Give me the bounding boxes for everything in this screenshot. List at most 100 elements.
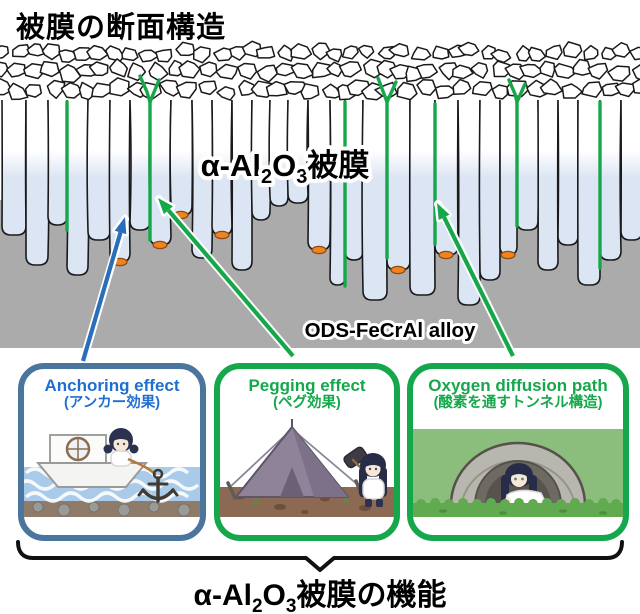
column-grain xyxy=(386,100,411,270)
equiaxed-grain xyxy=(410,46,432,61)
alloy-label: ODS-FeCrAl alloy xyxy=(305,319,476,342)
equiaxed-grain xyxy=(0,45,10,59)
cross-section-diagram: α-Al2O3被膜 ODS-FeCrAl alloy xyxy=(0,40,640,362)
column-grain xyxy=(500,100,517,255)
equiaxed-grain xyxy=(611,41,631,58)
column-grain xyxy=(26,100,49,265)
equiaxed-grain xyxy=(631,64,640,81)
equiaxed-grain xyxy=(561,83,583,99)
pegging-arrow xyxy=(155,195,297,360)
figure-caption: α-Al2O3被膜の機能 xyxy=(193,579,447,614)
equiaxed-grain xyxy=(470,61,489,79)
column-grain xyxy=(149,100,171,245)
equiaxed-grain xyxy=(396,81,418,101)
equiaxed-grain xyxy=(199,61,218,78)
green-boundary xyxy=(148,78,161,104)
seabed-rocks xyxy=(32,501,191,517)
equiaxed-grain xyxy=(213,47,235,62)
equiaxed-grain xyxy=(216,86,236,101)
equiaxed-grain xyxy=(108,58,129,78)
equiaxed-grain xyxy=(539,78,563,96)
equiaxed-grain xyxy=(256,64,279,83)
equiaxed-grain xyxy=(58,63,82,84)
tunnel-illustration xyxy=(413,429,623,518)
equiaxed-grain xyxy=(60,82,83,99)
equiaxed-grain xyxy=(241,40,262,58)
equiaxed-grain xyxy=(155,48,173,63)
equiaxed-grain xyxy=(26,43,46,57)
equiaxed-grain xyxy=(325,48,343,63)
equiaxed-grain xyxy=(581,81,603,98)
film-label: α-Al2O3被膜 xyxy=(201,148,370,188)
panel1-title: Anchoring effect xyxy=(44,376,180,395)
oxygen-diffusion-boundaries xyxy=(65,74,602,288)
seabed xyxy=(24,501,200,518)
dirt-speckles xyxy=(235,494,371,515)
equiaxed-grain xyxy=(46,79,66,100)
equiaxed-grain xyxy=(338,60,363,78)
equiaxed-grain xyxy=(290,62,315,80)
anchor-icon xyxy=(137,469,179,504)
equiaxed-grain xyxy=(255,45,276,59)
equiaxed-grain xyxy=(86,44,109,61)
column-grain-boundary xyxy=(620,99,640,241)
equiaxed-grain xyxy=(277,44,295,62)
panel2-title: Pegging effect xyxy=(248,376,366,395)
column-grain xyxy=(48,100,68,225)
equiaxed-grain xyxy=(607,65,631,82)
boat xyxy=(35,434,149,489)
column-grain xyxy=(87,100,111,240)
equiaxed-grain xyxy=(457,41,480,57)
panel1-subtitle: (アンカー効果) xyxy=(63,394,161,411)
equiaxed-grain xyxy=(58,49,79,64)
column-grain xyxy=(232,100,252,270)
caption-text: α-Al xyxy=(193,579,252,612)
equiaxed-grain xyxy=(158,79,182,97)
oxide-particle xyxy=(390,265,406,275)
equiaxed-grain xyxy=(7,82,29,101)
green-boundary xyxy=(385,80,398,104)
panel-3: Oxygen diffusion path (酸素を通すトンネル構造) xyxy=(407,363,629,541)
equiaxed-grain xyxy=(527,46,547,62)
equiaxed-grain xyxy=(137,49,160,63)
equiaxed-grain xyxy=(5,62,26,78)
column-grain xyxy=(192,100,213,258)
equiaxed-grain xyxy=(553,62,577,79)
interface-oxide-particles xyxy=(112,210,516,275)
equiaxed-grain xyxy=(105,45,125,62)
anchoring-arrow xyxy=(79,214,129,362)
equiaxed-grain xyxy=(311,42,332,61)
grass-speckles xyxy=(439,509,607,516)
equiaxed-grain-band xyxy=(0,40,640,101)
equiaxed-grain xyxy=(39,60,60,78)
column-grain xyxy=(212,100,232,235)
column-grain xyxy=(130,100,150,230)
equiaxed-grain xyxy=(23,63,46,80)
column-grain xyxy=(330,100,346,285)
oxide-particle xyxy=(311,245,327,255)
equiaxed-grain xyxy=(515,44,532,62)
equiaxed-grain xyxy=(283,81,307,95)
equiaxed-grain xyxy=(127,62,147,82)
equiaxed-grain xyxy=(451,64,474,80)
equiaxed-grain xyxy=(88,61,109,77)
equiaxed-grain xyxy=(290,43,313,60)
oxide-particle xyxy=(214,230,230,240)
column-grain xyxy=(287,100,308,203)
column-grain xyxy=(621,100,640,240)
equiaxed-grain xyxy=(24,84,43,98)
character-girl xyxy=(343,447,387,508)
peg-left xyxy=(226,481,237,501)
equiaxed-grain xyxy=(121,47,139,62)
equiaxed-grain xyxy=(539,60,556,78)
equiaxed-grain xyxy=(471,80,493,97)
column-grain xyxy=(409,100,435,295)
column-grain xyxy=(577,100,601,285)
tent-illustration xyxy=(220,419,394,518)
panel-1: Anchoring effect (アンカー効果) xyxy=(18,363,206,541)
equiaxed-grain xyxy=(300,83,320,100)
column-grain xyxy=(269,100,289,206)
equiaxed-grain xyxy=(237,62,258,80)
tent xyxy=(226,419,364,501)
